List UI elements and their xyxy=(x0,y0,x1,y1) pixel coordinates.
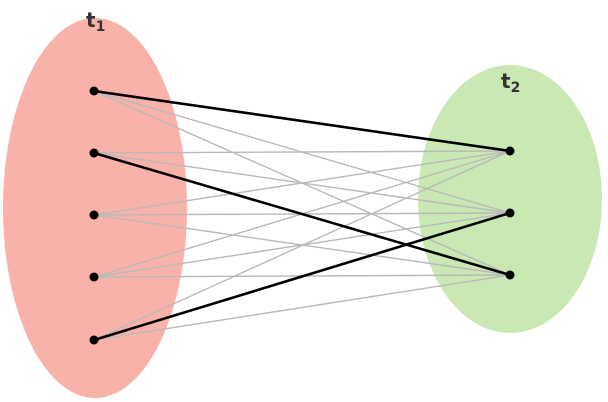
edge-l5-r1 xyxy=(93,150,511,341)
left-node-4 xyxy=(89,272,99,282)
left-set-ellipse xyxy=(3,18,187,398)
right-set-label: t2 xyxy=(501,69,520,96)
right-node-3 xyxy=(505,270,515,280)
left-set-label-sub: 1 xyxy=(96,19,106,35)
matching-edge-l1-r1 xyxy=(93,89,511,153)
matching-edge-l5-r2 xyxy=(93,211,511,342)
matching-edge-l2-r3 xyxy=(93,151,511,277)
edge-l3-r1 xyxy=(93,150,511,216)
left-node-2 xyxy=(89,148,99,158)
left-node-3 xyxy=(89,210,99,220)
edge-l2-r1 xyxy=(93,150,511,154)
right-node-2 xyxy=(505,208,515,218)
right-set-label-main: t xyxy=(501,69,511,93)
left-set-label: t1 xyxy=(86,8,105,35)
right-set-ellipse xyxy=(418,65,602,333)
edge-l5-r3 xyxy=(93,274,511,341)
left-set-label-main: t xyxy=(86,8,96,32)
left-node-5 xyxy=(89,335,99,345)
matching-edge-group xyxy=(93,89,511,342)
right-set-label-sub: 2 xyxy=(511,80,521,96)
right-node-1 xyxy=(505,146,515,156)
node-group xyxy=(89,86,515,345)
left-node-1 xyxy=(89,86,99,96)
